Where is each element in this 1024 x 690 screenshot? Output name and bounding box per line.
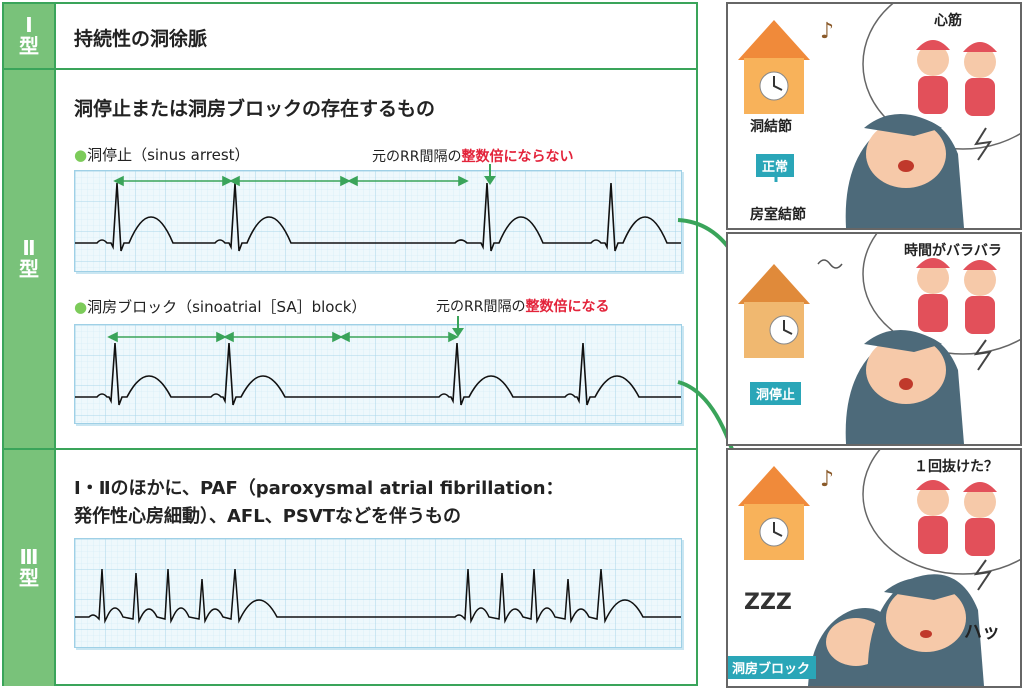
type3-row: Ⅲ 型 Ⅰ・Ⅱのほかに、PAF（paroxysmal atrial fibril… xyxy=(4,450,696,686)
arrest-label-text: 洞停止（sinus arrest） xyxy=(87,146,250,164)
type1-kana: 型 xyxy=(19,34,39,58)
arrest-note-arrow xyxy=(484,164,496,185)
block-bullet: ● xyxy=(74,298,88,316)
doctor-figure-3 xyxy=(867,574,984,686)
type2-roman: Ⅱ xyxy=(22,236,36,260)
type1-title: 持続性の洞徐脈 xyxy=(74,28,208,50)
ecg-sa-block xyxy=(74,324,682,424)
doctor-figure xyxy=(845,114,964,228)
type1-row: Ⅰ 型 持続性の洞徐脈 xyxy=(4,4,696,70)
panel-normal-art: ♪ xyxy=(738,4,1020,228)
doctor-figure-2 xyxy=(845,330,964,444)
panel-arrest: 時間がバラバラ 洞停止 xyxy=(726,232,1022,446)
block-note-red: 整数倍になる xyxy=(525,299,610,315)
panel-sa-block: ♪ １回抜けた？ ZZZ ハッ 洞房ブロック xyxy=(726,448,1022,688)
block-rr-arrows xyxy=(107,331,459,343)
p1-sa-node: 洞結節 xyxy=(750,119,792,135)
ecg-sinus-arrest-svg xyxy=(75,171,681,271)
cuckoo-clock-icon-3 xyxy=(738,466,810,560)
type3-trace xyxy=(75,568,681,624)
cuckoo-clock-icon xyxy=(738,20,810,114)
type2-title: 洞停止または洞房ブロックの存在するもの xyxy=(74,98,436,120)
type-table: Ⅰ 型 持続性の洞徐脈 Ⅱ 型 洞停止または洞房ブロックの存在するもの ●洞停止… xyxy=(2,2,698,686)
block-label: ●洞房ブロック（sinoatrial［SA］block） xyxy=(74,296,366,317)
p3-sound: ハッ xyxy=(964,622,1000,643)
ecg-type3 xyxy=(74,538,682,648)
type3-roman: Ⅲ xyxy=(19,545,39,569)
p3-speech: １回抜けた？ xyxy=(914,459,998,475)
p2-arrest-tag: 洞停止 xyxy=(750,382,802,405)
nurse-figures-3 xyxy=(916,480,997,556)
type3-line2: 発作性心房細動）、AFL、PSVTなどを伴うもの xyxy=(74,506,462,527)
panel-arrest-art xyxy=(738,234,1020,444)
type2-label: Ⅱ 型 xyxy=(4,70,56,448)
block-label-text: 洞房ブロック（sinoatrial［SA］block） xyxy=(87,298,367,316)
type3-label: Ⅲ 型 xyxy=(4,450,56,686)
block-trace xyxy=(75,342,681,406)
type3-line1: Ⅰ・Ⅱのほかに、PAF（paroxysmal atrial fibrillati… xyxy=(74,478,564,499)
arrest-bullet: ● xyxy=(74,146,88,164)
nurse-figures xyxy=(916,40,997,116)
block-note-prefix: 元のRR間隔の xyxy=(436,299,526,315)
type3-kana: 型 xyxy=(19,566,39,590)
p3-block-tag: 洞房ブロック xyxy=(728,656,817,679)
type2-row: Ⅱ 型 洞停止または洞房ブロックの存在するもの ●洞停止（sinus arres… xyxy=(4,70,696,450)
arrest-note-prefix: 元のRR間隔の xyxy=(372,149,462,165)
arrest-trace xyxy=(75,182,681,252)
type2-kana: 型 xyxy=(19,257,39,281)
svg-text:♪: ♪ xyxy=(820,467,834,492)
panel-normal: ♪ 心筋 洞結節 正常 房室結節 xyxy=(726,2,1022,230)
nurse-figures-2 xyxy=(916,258,997,334)
ecg-sa-block-svg xyxy=(75,325,681,423)
illustration-column: ♪ 心筋 洞結節 正常 房室結節 xyxy=(726,2,1022,688)
p1-speech: 心筋 xyxy=(934,13,962,29)
p1-normal-tag: 正常 xyxy=(756,154,795,177)
arrest-note-red: 整数倍にならない xyxy=(461,149,574,165)
ecg-sinus-arrest xyxy=(74,170,682,272)
arrest-label: ●洞停止（sinus arrest） xyxy=(74,144,250,165)
p3-zzz: ZZZ xyxy=(744,590,792,615)
ecg-type3-svg xyxy=(75,539,681,647)
type1-label: Ⅰ 型 xyxy=(4,4,56,68)
block-note: 元のRR間隔の整数倍になる xyxy=(436,296,609,316)
p1-av-node: 房室結節 xyxy=(750,207,806,223)
block-note-arrow xyxy=(452,316,464,337)
broken-clock-icon xyxy=(738,264,810,358)
panel-sa-block-art: ♪ xyxy=(738,450,1020,686)
svg-text:♪: ♪ xyxy=(820,19,834,44)
p2-speech: 時間がバラバラ xyxy=(904,243,1002,259)
arrest-rr-arrows xyxy=(113,175,469,187)
arrest-note: 元のRR間隔の整数倍にならない xyxy=(372,146,573,166)
type1-roman: Ⅰ xyxy=(25,13,33,37)
